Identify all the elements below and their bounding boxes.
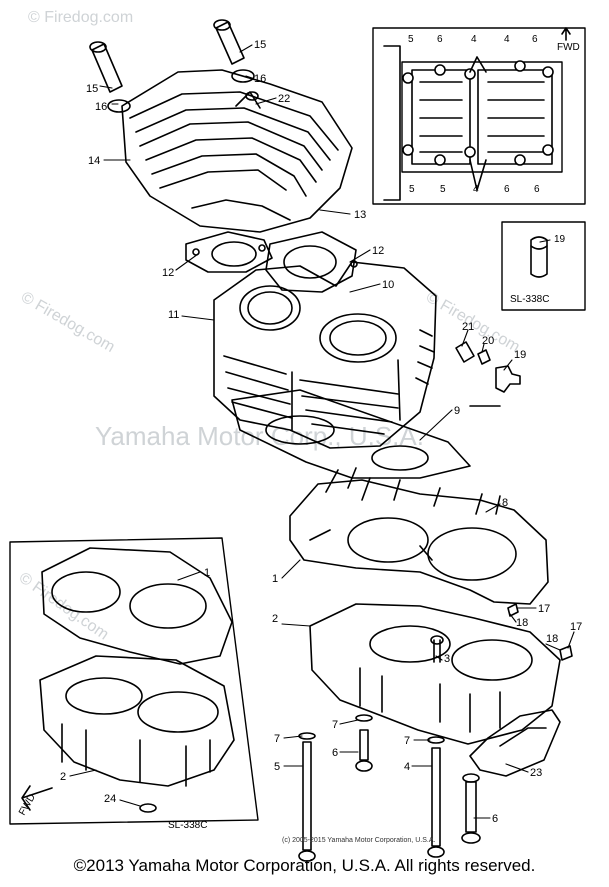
callout-3: 3 (444, 653, 450, 665)
callout-7: 7 (274, 733, 280, 745)
bearing-callout-5: 5 (440, 184, 446, 195)
callout-9: 9 (454, 405, 460, 417)
callout-18: 18 (516, 617, 528, 629)
callout-12: 12 (372, 245, 384, 257)
callout-19: 19 (514, 349, 526, 361)
bearing-callout-6: 6 (504, 184, 510, 195)
cylinder-block (213, 261, 437, 449)
footer-copyright: ©2013 Yamaha Motor Corporation, U.S.A. A… (73, 856, 536, 875)
base-gasket (231, 389, 471, 479)
pin-ref-code: SL-338C (510, 294, 549, 305)
callout-7: 7 (404, 735, 410, 747)
small-copyright: (c) 2005-2015 Yamaha Motor Corporation, … (282, 837, 435, 844)
dowel-pin-inset (501, 221, 586, 311)
fwd-label: FWD (557, 42, 580, 53)
pin-callout-19: 19 (554, 234, 566, 245)
callout-21: 21 (462, 321, 474, 333)
callout-leaders (69, 44, 575, 819)
callout-14: 14 (88, 155, 100, 167)
bearing-callout-4: 4 (471, 34, 477, 45)
upper-crankcase (289, 467, 549, 605)
inset-fwd-label: FWD (17, 792, 38, 817)
crankcase-bolts (298, 603, 573, 862)
callout-22: 22 (278, 93, 290, 105)
callout-15: 15 (254, 39, 266, 51)
callout-10: 10 (382, 279, 394, 291)
callout-1: 1 (272, 573, 278, 585)
bearing-callout-6: 6 (534, 184, 540, 195)
watermark-site: © Firedog.com (28, 9, 133, 26)
callout-20: 20 (482, 335, 494, 347)
lower-crankcase (309, 603, 561, 745)
cylinder-head (121, 69, 353, 233)
callout-12: 12 (162, 267, 174, 279)
callout-18: 18 (546, 633, 558, 645)
callout-17: 17 (570, 621, 582, 633)
callout-11: 11 (168, 309, 179, 321)
callout-15: 15 (86, 83, 98, 95)
callout-6: 6 (492, 813, 498, 825)
callout-2: 2 (272, 613, 278, 625)
callout-numbers: 15 16 15 16 22 14 13 12 12 10 11 21 20 1… (17, 34, 582, 831)
callout-6: 6 (332, 747, 338, 759)
water-fittings (455, 341, 521, 407)
bearing-callout-4: 4 (473, 184, 479, 195)
callout-7: 7 (332, 719, 338, 731)
bearing-callout-6: 6 (532, 34, 538, 45)
callout-4: 4 (404, 761, 410, 773)
callout-8: 8 (502, 497, 508, 509)
bearing-layout-inset (372, 27, 586, 205)
callout-13: 13 (354, 209, 366, 221)
head-bolts (89, 19, 255, 113)
bearing-callout-4: 4 (504, 34, 510, 45)
bearing-callout-6: 6 (437, 34, 443, 45)
watermark-site: © Firedog.com (18, 289, 118, 356)
crankcase-variant-inset (9, 537, 259, 825)
callout-16: 16 (95, 101, 107, 113)
inset-ref-code: SL-338C (168, 820, 207, 831)
inset-callout-24: 24 (104, 793, 116, 805)
callout-17: 17 (538, 603, 550, 615)
bearing-callout-5: 5 (408, 34, 414, 45)
crankcase-cover (469, 709, 561, 777)
bearing-callout-5: 5 (409, 184, 415, 195)
callout-23: 23 (530, 767, 542, 779)
callout-16: 16 (254, 73, 266, 85)
inset-callout-1: 1 (204, 567, 210, 579)
inset-callout-2: 2 (60, 771, 66, 783)
callout-5: 5 (274, 761, 280, 773)
